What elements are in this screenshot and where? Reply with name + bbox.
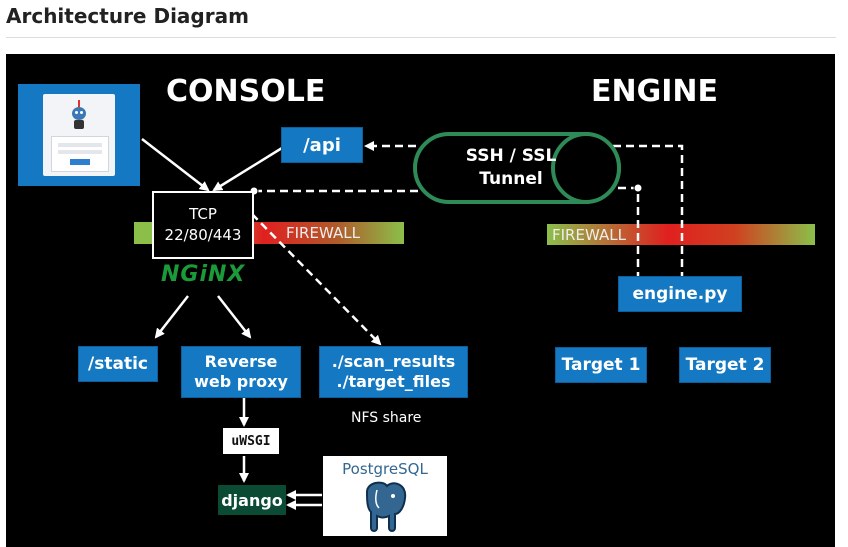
target-files-path-text: ./target_files <box>336 372 451 391</box>
arrow-client-to-tcp <box>141 138 210 192</box>
architecture-diagram: CONSOLE ENGINE /api SSH / SSL Tunnel TCP… <box>6 54 835 547</box>
target-2-box: Target 2 <box>679 347 771 383</box>
engine-junction-dot <box>633 183 643 193</box>
target-1-box: Target 1 <box>555 347 647 383</box>
arrow-tcp-to-proxy <box>217 295 252 339</box>
reverse-proxy-line-1: Reverse <box>204 352 278 371</box>
nfs-share-label: NFS share <box>351 410 422 426</box>
django-logo: django <box>218 485 286 515</box>
engine-py-box: engine.py <box>618 276 742 312</box>
dashed-tcp-to-nfs <box>251 213 382 346</box>
postgresql-wordmark: PostgreSQL <box>342 460 428 478</box>
console-heading: CONSOLE <box>166 74 326 109</box>
tcp-line-2: 22/80/443 <box>164 226 242 244</box>
reverse-proxy-line-2: web proxy <box>194 372 288 391</box>
tcp-box <box>152 191 254 259</box>
firewall-left-label: FIREWALL <box>286 224 360 242</box>
scan-results-path: ./scan_results <box>331 352 456 371</box>
ssh-tunnel-end <box>551 132 621 204</box>
tunnel-line-1: SSH / SSL <box>465 146 557 166</box>
engine-heading: ENGINE <box>591 74 718 109</box>
page-title: Architecture Diagram <box>6 4 249 28</box>
api-box: /api <box>281 127 363 163</box>
client-browser-image <box>18 84 140 186</box>
diagram-connectors <box>134 132 815 510</box>
tunnel-line-2: Tunnel <box>479 169 543 189</box>
title-divider <box>6 37 836 38</box>
client-login-window <box>43 94 115 176</box>
tcp-line-1: TCP <box>189 205 217 223</box>
reverse-proxy-box: Reverse web proxy <box>181 346 301 398</box>
tcp-label: TCP 22/80/443 <box>153 204 253 246</box>
nginx-logo: NGiNX <box>161 262 246 287</box>
static-box: /static <box>78 346 158 382</box>
login-form-panel <box>51 136 109 172</box>
tunnel-label: SSH / SSL Tunnel <box>436 145 586 191</box>
arrow-api-to-tcp <box>212 146 283 192</box>
postgresql-elephant-icon <box>365 481 407 532</box>
uwsgi-logo: uWSGI <box>223 428 279 454</box>
robot-logo-icon <box>69 100 89 130</box>
dashed-tunnel-to-engine-outer <box>613 144 684 276</box>
arrow-tcp-to-static <box>154 295 189 339</box>
postgresql-logo: PostgreSQL <box>323 456 447 536</box>
nfs-paths-box: ./scan_results ./target_files <box>319 346 468 398</box>
firewall-right-label: FIREWALL <box>552 226 626 244</box>
